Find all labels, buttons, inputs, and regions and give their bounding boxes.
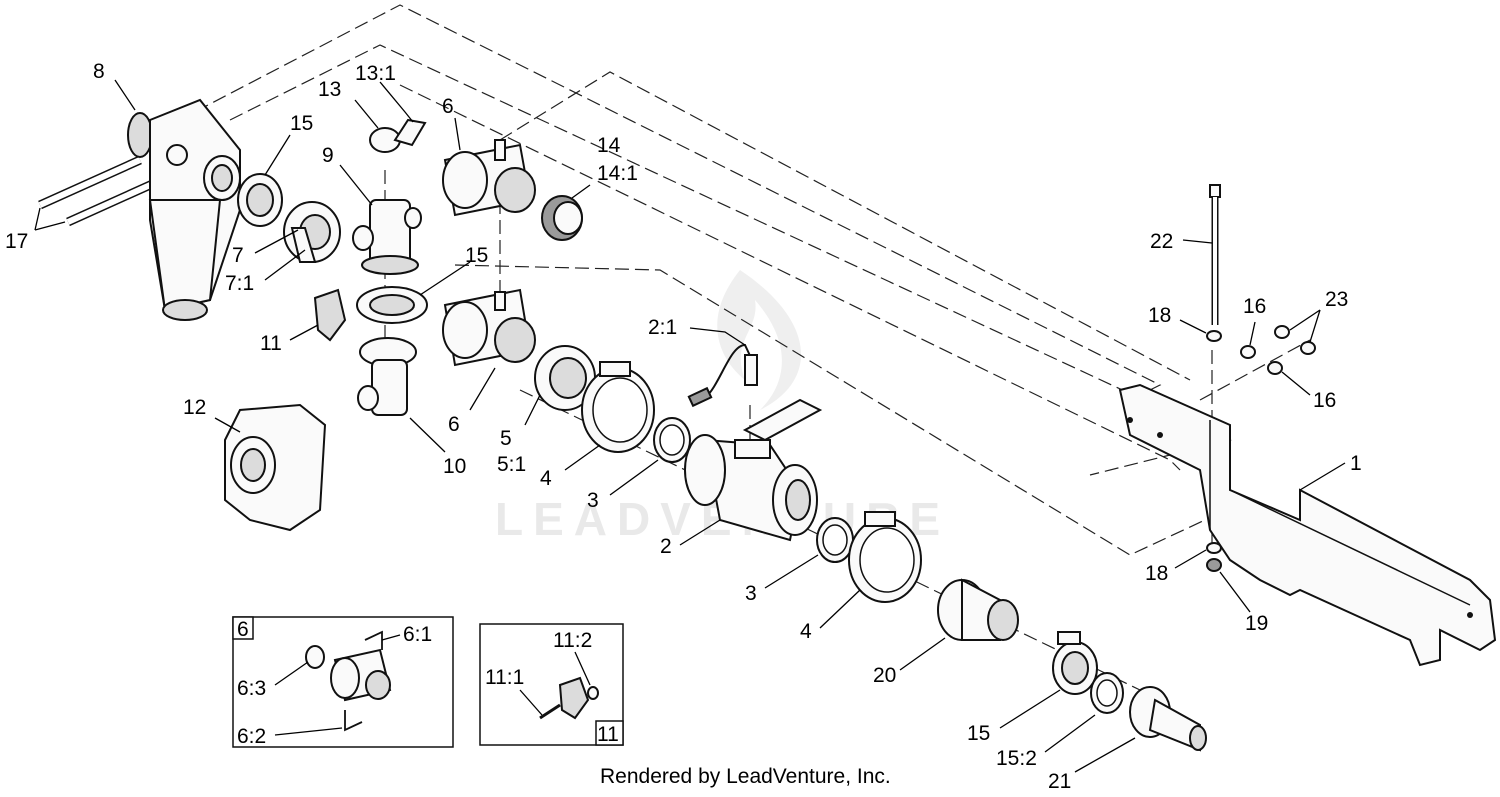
inset-6-callout-6-3: 6:3 — [237, 677, 266, 700]
callout-16: 16 — [1313, 389, 1336, 412]
valve-10 — [357, 337, 417, 416]
valve-body-2 — [684, 398, 823, 542]
callout-13: 13 — [318, 78, 341, 101]
inset-11-callout-11-1: 11:1 — [485, 666, 524, 689]
callout-9: 9 — [322, 144, 334, 167]
gasket-3-bottom — [816, 517, 854, 563]
callout-4: 4 — [800, 620, 812, 643]
callout-5: 5 — [500, 427, 512, 450]
bracket-1 — [1118, 383, 1497, 667]
callout-12: 12 — [183, 396, 206, 419]
inset-detail-11: 11 11:2 11:1 — [479, 623, 624, 746]
filter-8 — [127, 98, 241, 321]
bolts-17 — [38, 155, 170, 227]
valve-9 — [352, 199, 422, 275]
sensor-2-1 — [687, 343, 758, 408]
callout-22: 22 — [1150, 230, 1173, 253]
gasket-3-top — [653, 417, 691, 463]
callout-15: 15 — [465, 244, 488, 267]
plug-14 — [541, 195, 583, 241]
callout-4: 4 — [540, 467, 552, 490]
adapter-20 — [937, 578, 1019, 641]
callout-labels: 8 13 13:1 6 15 9 14 14:1 17 7 7:1 15 11 … — [5, 60, 1362, 793]
ring-15-bottom — [1052, 631, 1098, 695]
callout-7: 7 — [232, 244, 244, 267]
bolt-22 — [1209, 184, 1221, 325]
callout-8: 8 — [93, 60, 105, 83]
callout-15-2: 15:2 — [996, 747, 1037, 770]
clip-11 — [313, 288, 347, 342]
callout-10: 10 — [443, 455, 466, 478]
inset-11-callout-11-2: 11:2 — [553, 629, 592, 652]
callout-21: 21 — [1048, 770, 1071, 793]
oring-15-2 — [1090, 672, 1124, 714]
callout-13-1: 13:1 — [355, 62, 396, 85]
callout-19: 19 — [1245, 612, 1268, 635]
callout-1: 1 — [1350, 452, 1362, 475]
callout-15: 15 — [290, 112, 313, 135]
callout-2: 2 — [660, 535, 672, 558]
clamp-4-top — [581, 361, 655, 453]
callout-6: 6 — [448, 413, 460, 436]
callout-3: 3 — [587, 489, 599, 512]
coupler-7 — [283, 201, 341, 263]
callout-14-1: 14:1 — [597, 162, 638, 185]
callout-18: 18 — [1148, 304, 1171, 327]
inset-detail-6: 6 6:1 6:3 6:2 — [232, 616, 454, 748]
knob-13 — [369, 118, 427, 153]
clamp-4-bottom — [848, 511, 922, 603]
manifold-6-top — [442, 139, 536, 217]
inset-6-callout-6-1: 6:1 — [403, 623, 432, 646]
callout-16: 16 — [1243, 295, 1266, 318]
callout-23: 23 — [1325, 288, 1348, 311]
inset-11-box-label: 11 — [597, 723, 619, 746]
ring-15-mid — [356, 286, 428, 324]
callout-3: 3 — [745, 582, 757, 605]
rendered-by-footer: Rendered by LeadVenture, Inc. — [600, 765, 891, 788]
callout-2-1: 2:1 — [648, 316, 677, 339]
ring-15-top — [237, 173, 283, 227]
actuator-12 — [224, 403, 327, 532]
callout-11: 11 — [260, 332, 282, 355]
callout-5-1: 5:1 — [497, 453, 526, 476]
manifold-6-mid — [442, 288, 536, 367]
callout-6: 6 — [442, 95, 454, 118]
callout-7-1: 7:1 — [225, 272, 254, 295]
callout-18: 18 — [1145, 562, 1168, 585]
leader-lines — [34, 79, 1346, 773]
callout-20: 20 — [873, 664, 896, 687]
callout-15: 15 — [967, 722, 990, 745]
callout-14: 14 — [597, 134, 621, 157]
inset-6-box-label: 6 — [237, 618, 249, 641]
inset-6-callout-6-2: 6:2 — [237, 725, 266, 748]
callout-17: 17 — [5, 230, 28, 253]
barb-21 — [1129, 686, 1207, 752]
